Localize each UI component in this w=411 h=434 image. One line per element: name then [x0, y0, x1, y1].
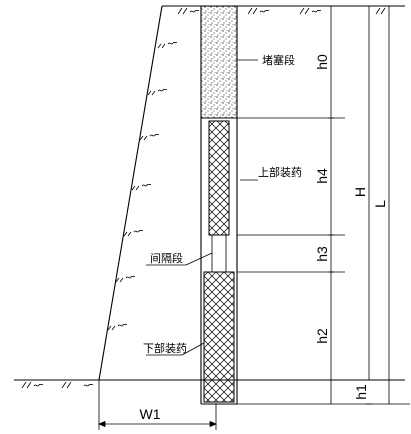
dim-L: L [372, 200, 388, 208]
dim-h0: h0 [314, 54, 330, 70]
lower-charge-section [203, 271, 235, 403]
dim-h1: h1 [353, 384, 369, 400]
interval-section [211, 235, 227, 272]
dim-W1: W1 [140, 406, 161, 422]
label-upper-charge: 上部装药 [258, 165, 302, 179]
label-lower-charge: 下部装药 [143, 341, 187, 355]
label-interval: 间隔段 [150, 251, 183, 265]
dim-H: H [352, 187, 368, 197]
dim-h4: h4 [314, 168, 330, 184]
stemming-section [200, 5, 238, 119]
dim-h3: h3 [314, 246, 330, 262]
slope-face [98, 5, 163, 381]
section-extension-lines [237, 117, 410, 405]
dimension-lines [97, 6, 390, 430]
soil-symbols [21, 7, 386, 389]
leader-lines [146, 59, 258, 356]
label-stemming: 堵塞段 [262, 53, 295, 67]
upper-charge-section [208, 120, 230, 236]
dim-h2: h2 [314, 328, 330, 344]
